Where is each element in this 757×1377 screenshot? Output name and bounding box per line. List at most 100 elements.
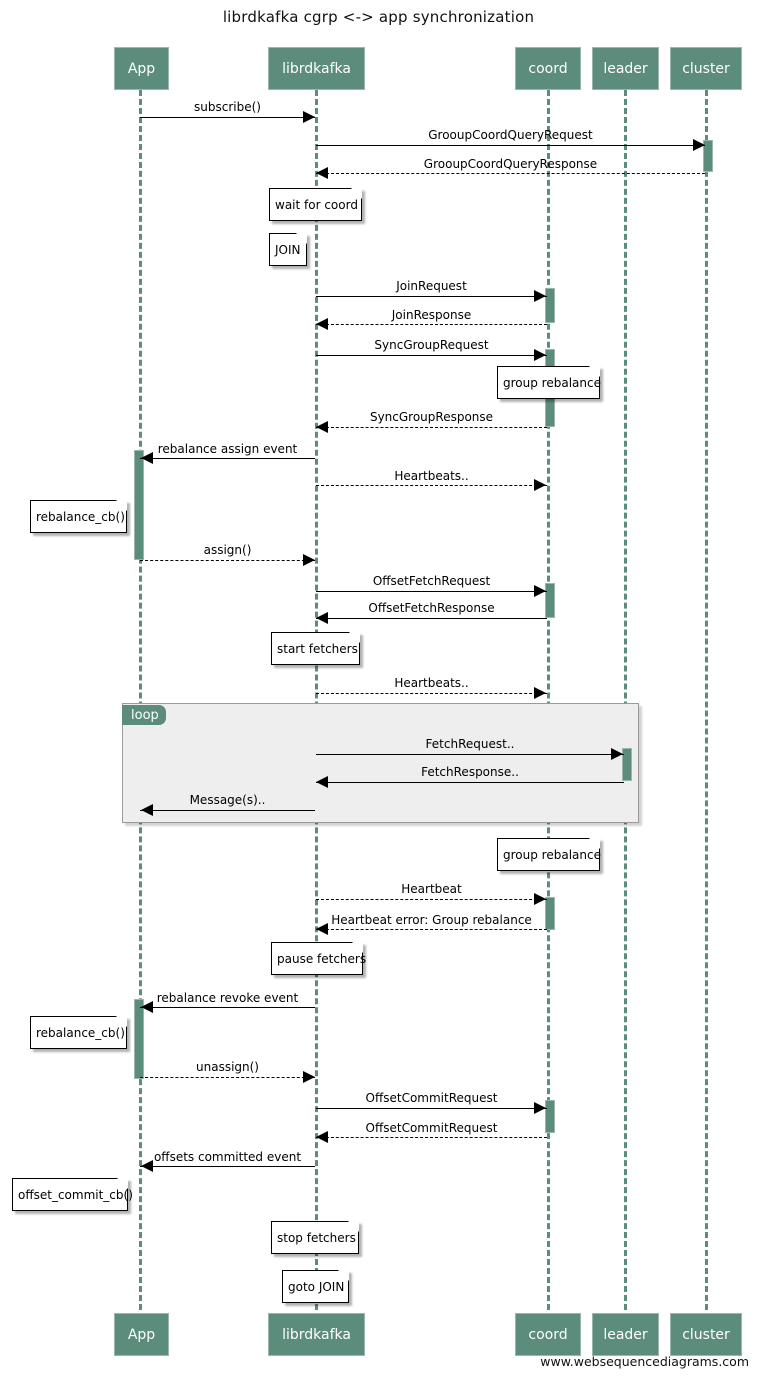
actor-box-cluster-bottom[interactable]: cluster (670, 1313, 742, 1356)
fragment-loop-label: loop (131, 707, 159, 723)
lifeline-librdkafka (315, 90, 318, 1310)
message-label-heartbeat: Heartbeat (401, 882, 462, 896)
message-line-grooupcoordqueryrequest (316, 145, 705, 146)
message-line-rebalance-assign-event (140, 458, 315, 459)
note-text-goto-join: goto JOIN (288, 1279, 345, 1294)
message-arrow-rebalance-assign-event (141, 452, 153, 464)
activation-coord-heartbeat (545, 897, 555, 930)
message-label-rebalance-revoke-event: rebalance revoke event (156, 991, 299, 1005)
note-text-pause-fetchers: pause fetchers (277, 951, 367, 966)
message-arrow-rebalance-revoke-event (141, 1001, 153, 1013)
note-group-rebalance-1: group rebalance (497, 366, 601, 399)
message-line-messages (140, 810, 315, 811)
actor-label-cluster-top: cluster (682, 60, 730, 77)
message-arrow-syncgrouprequest (534, 349, 546, 361)
message-line-offsetcommitresponse (316, 1137, 547, 1138)
fragment-loop-tab: loop (122, 705, 166, 725)
note-text-start-fetchers: start fetchers (277, 641, 358, 656)
message-arrow-heartbeat (534, 893, 546, 905)
message-arrow-heartbeats-1 (534, 479, 546, 491)
fragment-loop-box (122, 703, 639, 823)
message-arrow-heartbeats-2 (534, 687, 546, 699)
activation-coord-join (545, 288, 555, 323)
message-line-offsetcommitrequest (316, 1108, 547, 1109)
message-arrow-offsets-committed-event (141, 1160, 153, 1172)
message-line-fetchrequest (316, 754, 624, 755)
message-label-offsetfetchresponse: OffsetFetchResponse (368, 601, 495, 615)
message-label-fetchresponse: FetchResponse.. (421, 765, 519, 779)
message-label-assign: assign() (203, 543, 252, 557)
actor-box-librdkafka-top[interactable]: librdkafka (268, 47, 365, 90)
diagram-footer-credit: www.websequencediagrams.com (540, 1354, 749, 1369)
message-arrow-assign (303, 554, 315, 566)
note-fold-icon (352, 942, 363, 953)
actor-box-app-top[interactable]: App (114, 47, 169, 90)
note-fold-icon (296, 233, 307, 244)
message-arrow-offsetcommitrequest (534, 1102, 546, 1114)
note-fold-icon (117, 1178, 128, 1189)
message-label-syncgrouprequest: SyncGroupRequest (374, 338, 489, 352)
message-label-offsetcommitrequest: OffsetCommitRequest (365, 1091, 498, 1105)
message-label-offsets-committed-event: offsets committed event (153, 1150, 302, 1164)
note-goto-join: goto JOIN (282, 1270, 349, 1303)
note-wait-for-coord: wait for coord (269, 188, 362, 221)
actor-box-librdkafka-bottom[interactable]: librdkafka (268, 1313, 365, 1356)
message-label-rebalance-assign-event: rebalance assign event (157, 442, 298, 456)
actor-label-librdkafka-bottom: librdkafka (282, 1326, 351, 1343)
activation-coord-commit (545, 1100, 555, 1133)
message-label-grooupcoordqueryresponse: GrooupCoordQueryResponse (423, 157, 598, 171)
note-text-group-rebalance-2: group rebalance (503, 847, 601, 862)
message-label-joinresponse: JoinResponse (391, 308, 472, 322)
actor-box-leader-top[interactable]: leader (592, 47, 659, 90)
message-arrow-syncgroupresponse (316, 421, 328, 433)
message-label-unassign: unassign() (196, 1060, 259, 1074)
message-arrow-fetchresponse (316, 776, 328, 788)
actor-label-app-top: App (127, 60, 156, 77)
actor-label-leader-top: leader (603, 60, 648, 77)
message-arrow-joinresponse (316, 318, 328, 330)
note-text-wait-for-coord: wait for coord (275, 197, 358, 212)
lifeline-leader (624, 90, 627, 1310)
activation-coord-offsetfetch (545, 583, 555, 618)
note-fold-icon (116, 500, 127, 511)
message-arrow-heartbeat-error (316, 923, 328, 935)
actor-box-app-bottom[interactable]: App (114, 1313, 169, 1356)
message-line-offsetfetchrequest (316, 591, 547, 592)
note-join: JOIN (269, 233, 307, 266)
message-line-joinrequest (316, 296, 547, 297)
message-line-fetchresponse (316, 782, 624, 783)
diagram-title: librdkafka cgrp <-> app synchronization (222, 8, 535, 26)
actor-box-coord-bottom[interactable]: coord (515, 1313, 581, 1356)
note-rebalance-cb-2: rebalance_cb() (30, 1016, 127, 1049)
message-line-syncgroupresponse (316, 427, 547, 428)
note-offset-commit-cb: offset_commit_cb() (12, 1178, 133, 1211)
message-arrow-offsetcommitresponse (316, 1131, 328, 1143)
message-label-subscribe: subscribe() (194, 100, 261, 114)
note-fold-icon (338, 1270, 349, 1281)
message-arrow-grooupcoordqueryrequest (693, 139, 705, 151)
message-arrow-subscribe (303, 111, 315, 123)
actor-label-app-bottom: App (127, 1326, 156, 1343)
message-arrow-joinrequest (534, 290, 546, 302)
note-rebalance-cb-1: rebalance_cb() (30, 500, 127, 533)
message-arrow-messages (141, 804, 153, 816)
actor-label-librdkafka-top: librdkafka (282, 60, 351, 77)
note-start-fetchers: start fetchers (271, 632, 360, 665)
actor-box-coord-top[interactable]: coord (515, 47, 581, 90)
note-text-rebalance-cb-2: rebalance_cb() (36, 1025, 125, 1040)
message-line-heartbeat-error (316, 929, 547, 930)
message-line-offsetfetchresponse (316, 618, 547, 619)
activation-app-revoke (134, 999, 144, 1079)
note-stop-fetchers: stop fetchers (271, 1221, 359, 1254)
actor-box-cluster-top[interactable]: cluster (670, 47, 742, 90)
message-line-assign (140, 560, 315, 561)
actor-label-leader-bottom: leader (603, 1326, 648, 1343)
message-label-joinrequest: JoinRequest (396, 279, 467, 293)
note-fold-icon (589, 366, 600, 377)
note-text-group-rebalance-1: group rebalance (503, 375, 601, 390)
actor-label-cluster-bottom: cluster (682, 1326, 730, 1343)
actor-box-leader-bottom[interactable]: leader (592, 1313, 659, 1356)
note-fold-icon (589, 838, 600, 849)
message-arrow-offsetfetchresponse (316, 612, 328, 624)
note-fold-icon (351, 188, 362, 199)
